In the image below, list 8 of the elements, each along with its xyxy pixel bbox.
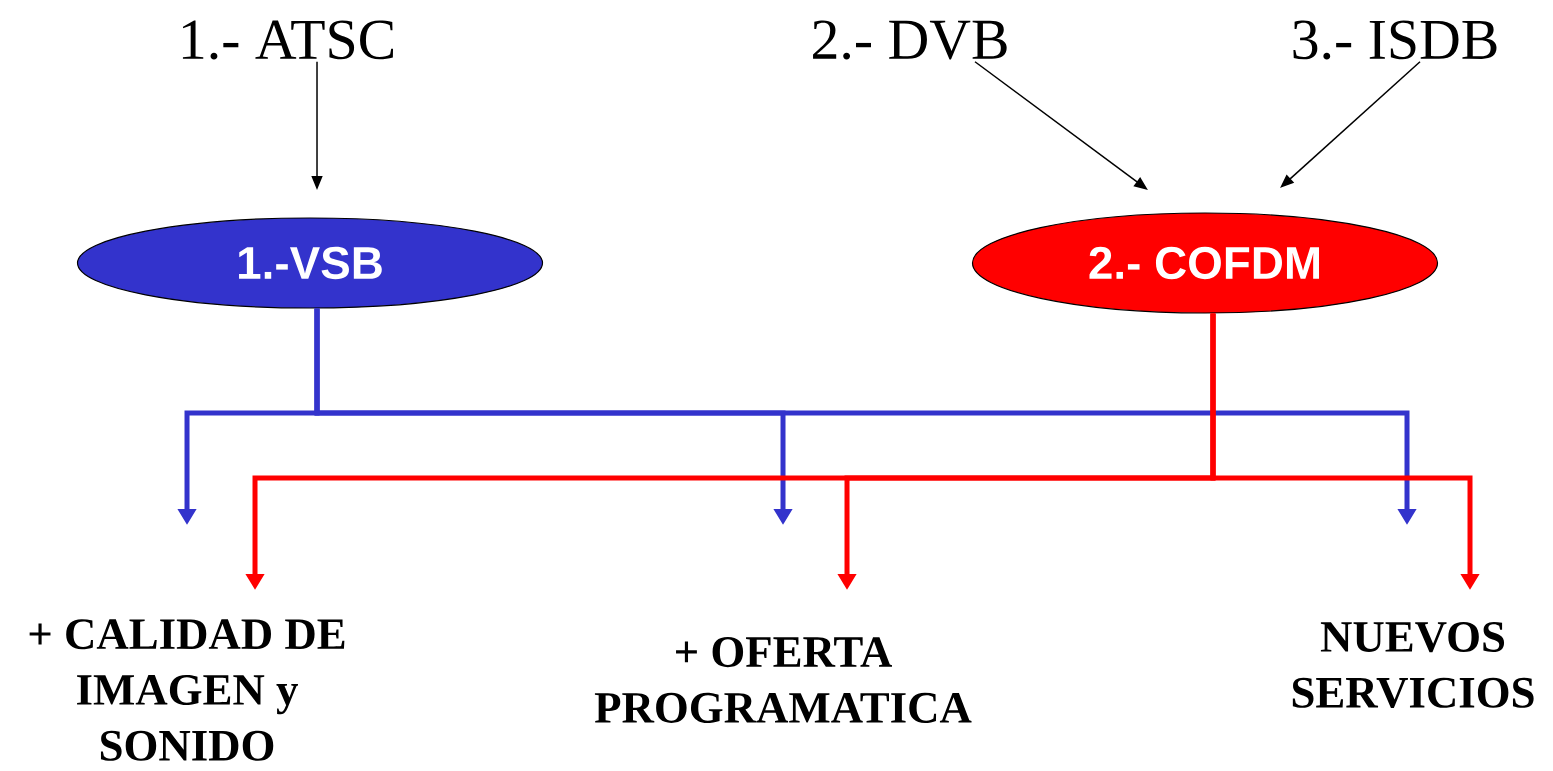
standard-label: 1.- ATSC — [182, 20, 393, 60]
benefit-label: + CALIDAD DE IMAGEN y SONIDO — [29, 619, 345, 761]
arrow — [1280, 61, 1421, 188]
benefit-label: + OFERTA PROGRAMATICA — [594, 637, 972, 723]
arrow — [974, 61, 1148, 190]
standard-label: 2.- DVB — [813, 20, 1007, 60]
benefit-label: NUEVOS SERVICIOS — [1292, 621, 1534, 709]
standard-label: 3.- ISDB — [1293, 20, 1497, 60]
